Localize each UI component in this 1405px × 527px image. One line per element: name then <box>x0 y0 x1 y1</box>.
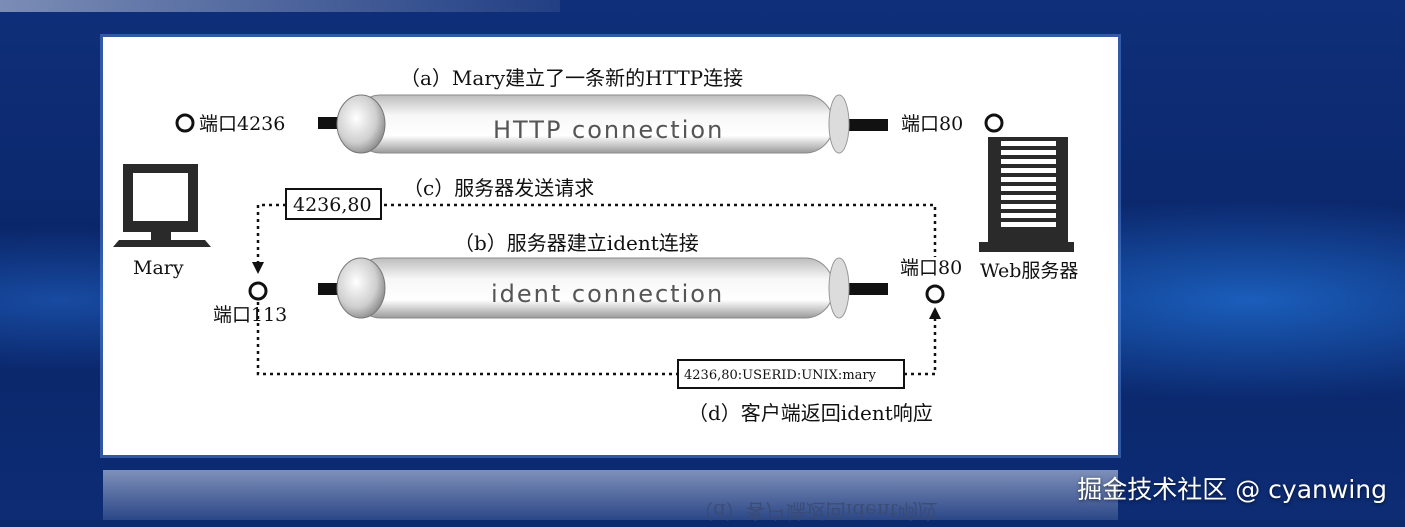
response-arrow-icon <box>929 307 941 319</box>
port-client-ident-label: 端口113 <box>213 304 287 326</box>
ident-connection-label: ident connection <box>491 280 724 308</box>
port-80-ident-icon <box>927 286 943 302</box>
port-80-http-icon <box>986 115 1002 131</box>
http-connection-pipe: HTTP connection <box>318 95 888 153</box>
port-4236-icon <box>177 115 193 131</box>
caption-d: （d）客户端返回ident响应 <box>688 401 933 425</box>
reflection-text: （d）客户端返回ident响应 <box>693 498 938 527</box>
slide-reflection: （d）客户端返回ident响应 <box>103 470 1118 520</box>
request-arrow-icon <box>252 262 264 274</box>
http-connection-label: HTTP connection <box>493 116 724 144</box>
watermark: 掘金技术社区 @ cyanwing <box>1077 470 1387 506</box>
caption-c: （c）服务器发送请求 <box>403 176 594 200</box>
client-label: Mary <box>133 257 184 279</box>
caption-b: （b）服务器建立ident连接 <box>454 231 699 255</box>
http-pipe-right-stub <box>848 119 888 131</box>
ident-diagram: （a）Mary建立了一条新的HTTP连接 HTTP connection 端口4… <box>103 37 1118 455</box>
ident-connection-pipe: ident connection <box>318 258 888 318</box>
computer-icon <box>113 164 211 247</box>
port-server-http-label: 端口80 <box>901 113 963 135</box>
slide-panel: （a）Mary建立了一条新的HTTP连接 HTTP connection 端口4… <box>103 37 1118 455</box>
slide-title-remnant <box>0 0 560 12</box>
port-113-icon <box>250 283 266 299</box>
port-client-http-label: 端口4236 <box>199 113 285 135</box>
server-icon <box>979 137 1074 252</box>
caption-a: （a）Mary建立了一条新的HTTP连接 <box>400 66 743 90</box>
ident-pipe-right-stub <box>848 283 888 295</box>
server-label: Web服务器 <box>980 260 1078 282</box>
port-server-ident-label: 端口80 <box>900 257 962 279</box>
response-box-label: 4236,80:USERID:UNIX:mary <box>684 368 877 383</box>
request-box-label: 4236,80 <box>293 194 372 216</box>
